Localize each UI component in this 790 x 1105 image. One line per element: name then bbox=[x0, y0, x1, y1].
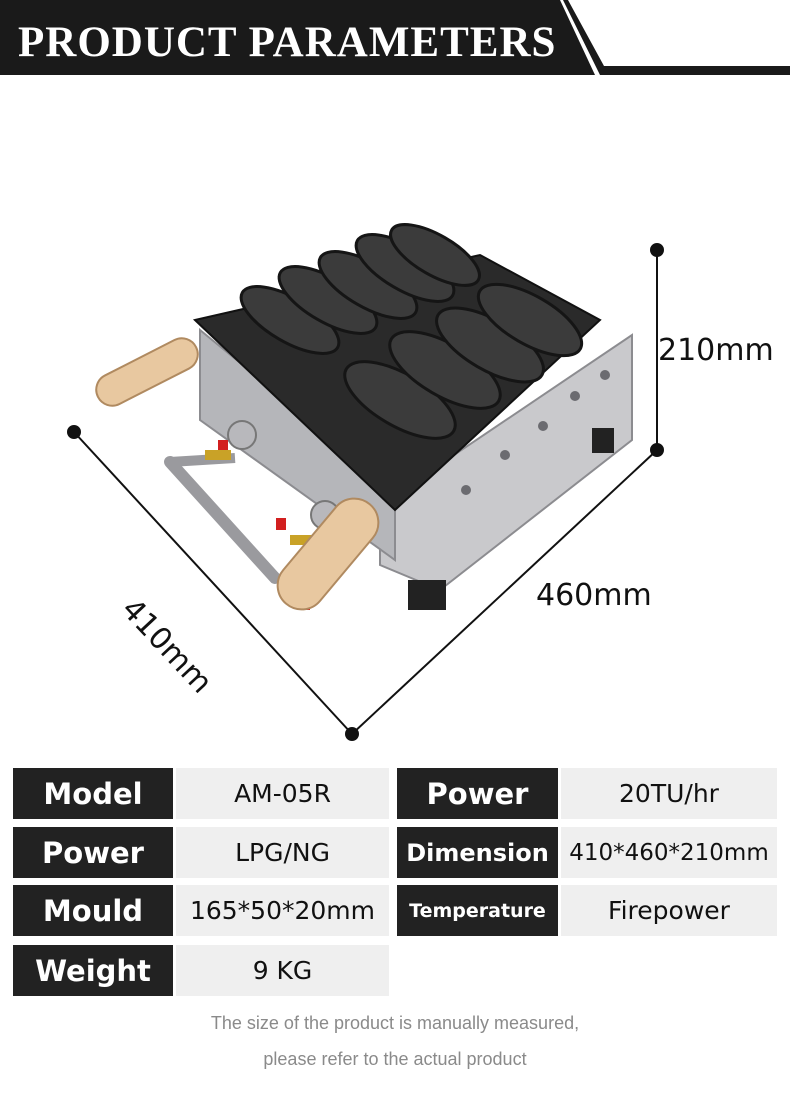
height-dimension-label: 210mm bbox=[658, 333, 774, 368]
header-banner bbox=[0, 0, 790, 75]
waffle-machine-icon bbox=[95, 223, 633, 611]
param-value-weight: 9 KG bbox=[176, 945, 389, 996]
param-label-model: Model bbox=[13, 768, 173, 819]
param-value-dimension: 410*460*210mm bbox=[561, 827, 777, 878]
param-label-power-source: Power bbox=[13, 827, 173, 878]
note-line-2: please refer to the actual product bbox=[263, 1049, 527, 1069]
param-label-power-output: Power bbox=[397, 768, 558, 819]
param-label-dimension: Dimension bbox=[397, 827, 558, 878]
dimension-lines bbox=[67, 243, 664, 741]
note-line-1: The size of the product is manually meas… bbox=[210, 1013, 580, 1033]
page-title: PRODUCT PARAMETERS bbox=[18, 19, 557, 66]
param-label-temperature: Temperature bbox=[397, 885, 558, 936]
length-dimension-label: 460mm bbox=[536, 578, 652, 613]
param-label-mould: Mould bbox=[13, 885, 173, 936]
param-value-power-output: 20TU/hr bbox=[561, 768, 777, 819]
param-value-temperature: Firepower bbox=[561, 885, 777, 936]
param-value-power-source: LPG/NG bbox=[176, 827, 389, 878]
product-illustration bbox=[67, 223, 664, 741]
param-value-mould: 165*50*20mm bbox=[176, 885, 389, 936]
param-value-model: AM-05R bbox=[176, 768, 389, 819]
param-label-weight: Weight bbox=[13, 945, 173, 996]
